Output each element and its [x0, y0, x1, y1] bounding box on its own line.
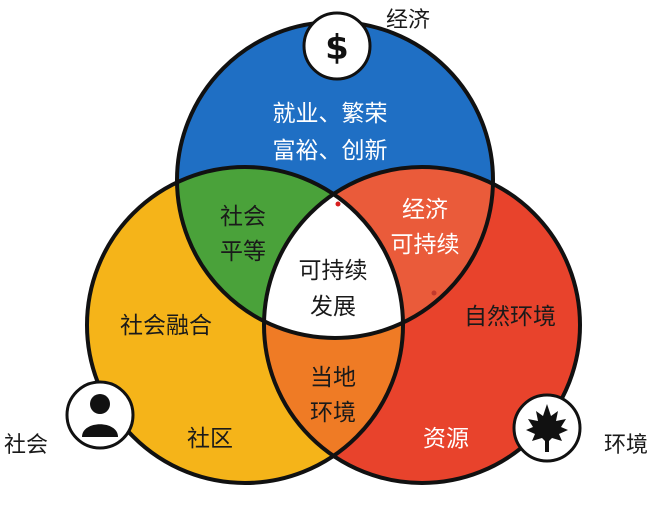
sustainable-development-label-line2: 发展 — [310, 294, 356, 320]
economy-label-line1: 就业、繁荣 — [273, 101, 388, 127]
society-label-line1: 社会融合 — [120, 313, 212, 339]
social-equity-label-line2: 平等 — [220, 239, 266, 265]
local-environment-label-line1: 当地 — [310, 365, 356, 391]
external-label-economy: 经济 — [386, 8, 430, 33]
marker-dot-top — [335, 201, 341, 207]
economy-label-line2: 富裕、创新 — [273, 138, 388, 164]
maple-leaf-icon — [512, 393, 582, 463]
environment-outline — [262, 165, 582, 485]
marker-dot-right — [431, 290, 437, 296]
economic-sustainability-label-line2: 可持续 — [391, 232, 460, 258]
external-label-society: 社会 — [4, 433, 48, 458]
svg-text:$: $ — [325, 28, 349, 68]
society-outline — [85, 165, 405, 485]
environment-label-line2: 资源 — [423, 426, 469, 452]
social-equity-label-line1: 社会 — [220, 204, 266, 230]
environment-label-line1: 自然环境 — [464, 304, 556, 330]
dollar-icon: $ — [302, 11, 372, 81]
economic-sustainability-label-line1: 经济 — [402, 197, 448, 223]
external-label-environment: 环境 — [604, 433, 648, 458]
sustainable-development-region — [264, 167, 403, 338]
local-environment-label-line2: 环境 — [310, 400, 356, 426]
sustainable-development-label-line1: 可持续 — [299, 258, 368, 284]
person-icon — [65, 380, 135, 450]
society-label-line2: 社区 — [187, 426, 233, 452]
